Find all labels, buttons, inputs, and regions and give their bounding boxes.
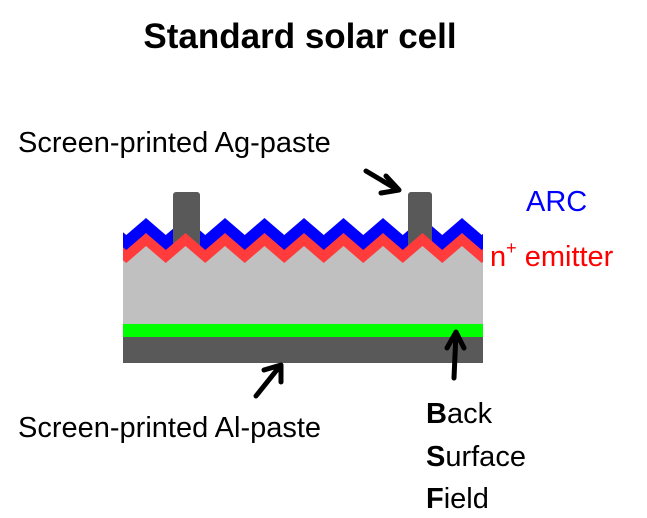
ag-finger-contact-1	[173, 192, 200, 252]
bsf-rest-surface: urface	[445, 441, 526, 473]
arrow-al-paste	[253, 362, 284, 399]
arrow-bsf	[444, 329, 467, 381]
emitter-label-n: n	[490, 241, 506, 273]
al-paste-layer	[123, 337, 483, 363]
bsf-initial-s: S	[426, 441, 445, 473]
back-surface-field-layer	[123, 324, 483, 337]
bsf-initial-b: B	[426, 398, 447, 430]
bsf-rest-back: ack	[447, 398, 493, 430]
bsf-label-surface: Surface	[426, 441, 526, 473]
diagram-title: Standard solar cell	[143, 17, 456, 56]
arc-label: ARC	[526, 186, 587, 218]
emitter-label: n+ emitter	[490, 238, 614, 273]
al-paste-label: Screen-printed Al-paste	[18, 412, 321, 444]
bsf-label-back: Back	[426, 398, 493, 430]
arrow-ag-paste	[363, 168, 402, 196]
silicon-bulk-layer	[123, 246, 483, 324]
emitter-label-sup: +	[506, 238, 517, 258]
bsf-label-field: Field	[426, 483, 489, 515]
bsf-rest-field: ield	[444, 483, 489, 515]
cell-layers	[123, 192, 483, 324]
ag-paste-label: Screen-printed Ag-paste	[18, 127, 331, 159]
bsf-initial-f: F	[426, 483, 444, 515]
emitter-label-rest: emitter	[517, 241, 614, 273]
